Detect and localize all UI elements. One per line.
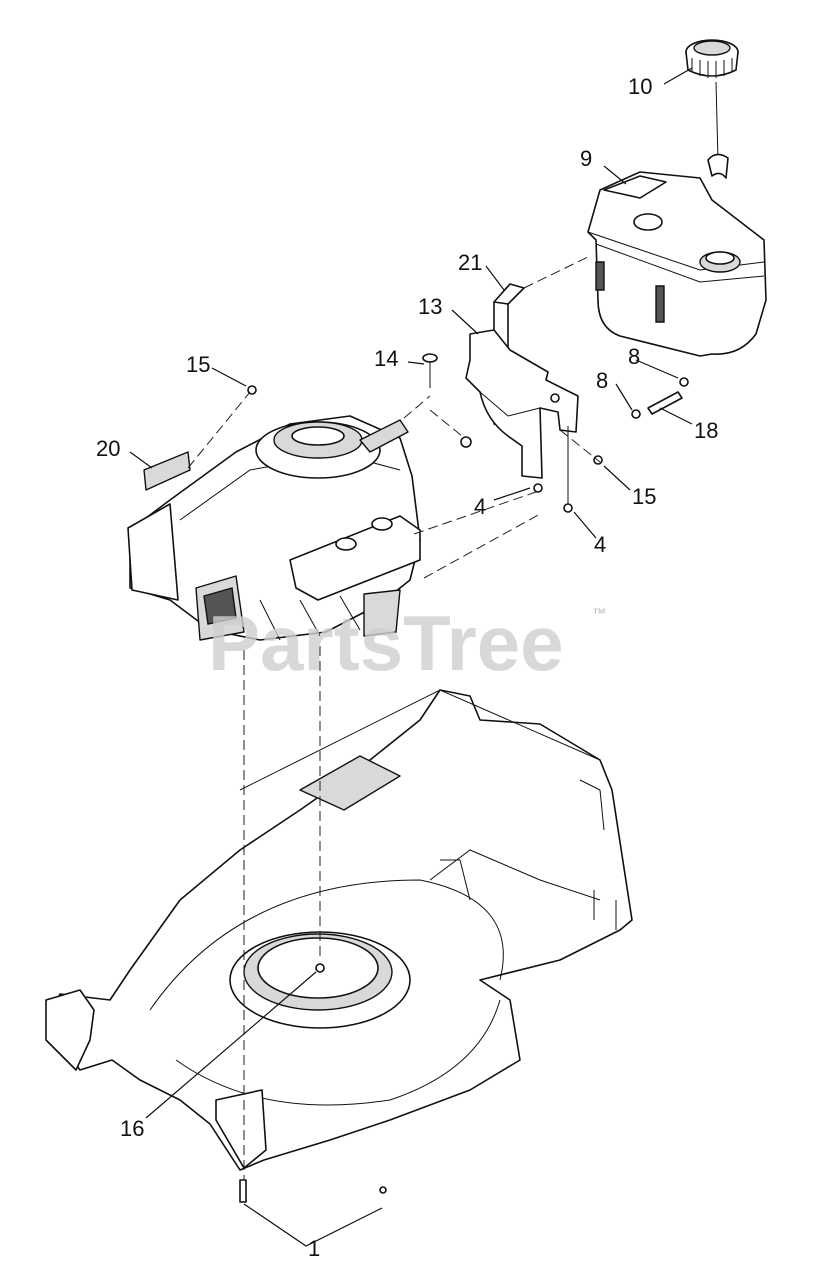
alignment-lines bbox=[187, 391, 601, 1180]
fasteners bbox=[247, 353, 689, 513]
screw-14 bbox=[422, 353, 438, 363]
svg-text:™: ™ bbox=[592, 605, 606, 621]
callout-14: 14 bbox=[374, 346, 398, 371]
svg-text:PartsTree: PartsTree bbox=[208, 599, 564, 687]
callout-9: 9 bbox=[580, 146, 592, 171]
callout-20: 20 bbox=[96, 436, 120, 461]
callout-16: 16 bbox=[120, 1116, 144, 1141]
callout-labels: 10 9 21 13 14 15 8 8 18 20 15 4 4 16 1 bbox=[96, 74, 718, 1261]
callout-1: 1 bbox=[308, 1236, 320, 1261]
fuel-cap bbox=[685, 39, 739, 179]
callout-15-right: 15 bbox=[632, 484, 656, 509]
mower-deck bbox=[45, 689, 633, 1171]
watermark: PartsTree ™ bbox=[208, 599, 606, 687]
washer-8-right bbox=[679, 377, 689, 387]
clip bbox=[460, 436, 472, 448]
callout-4-right: 4 bbox=[594, 532, 606, 557]
callout-21: 21 bbox=[458, 250, 482, 275]
callout-15-top: 15 bbox=[186, 352, 210, 377]
decal bbox=[143, 451, 191, 491]
pin-18 bbox=[647, 391, 683, 415]
callout-13: 13 bbox=[418, 294, 442, 319]
bolt-4-right bbox=[563, 503, 573, 513]
engine bbox=[127, 415, 421, 641]
washer-8-left bbox=[631, 409, 641, 419]
callout-18: 18 bbox=[694, 418, 718, 443]
leader-lines bbox=[129, 67, 693, 1247]
fuel-tank bbox=[587, 171, 767, 357]
deck-bolts bbox=[239, 1179, 387, 1203]
callout-8-lower: 8 bbox=[596, 368, 608, 393]
bolt-4-left bbox=[533, 483, 543, 493]
callout-4-left: 4 bbox=[474, 494, 486, 519]
tank-bracket bbox=[465, 329, 579, 479]
callout-10: 10 bbox=[628, 74, 652, 99]
callout-8-upper: 8 bbox=[628, 344, 640, 369]
